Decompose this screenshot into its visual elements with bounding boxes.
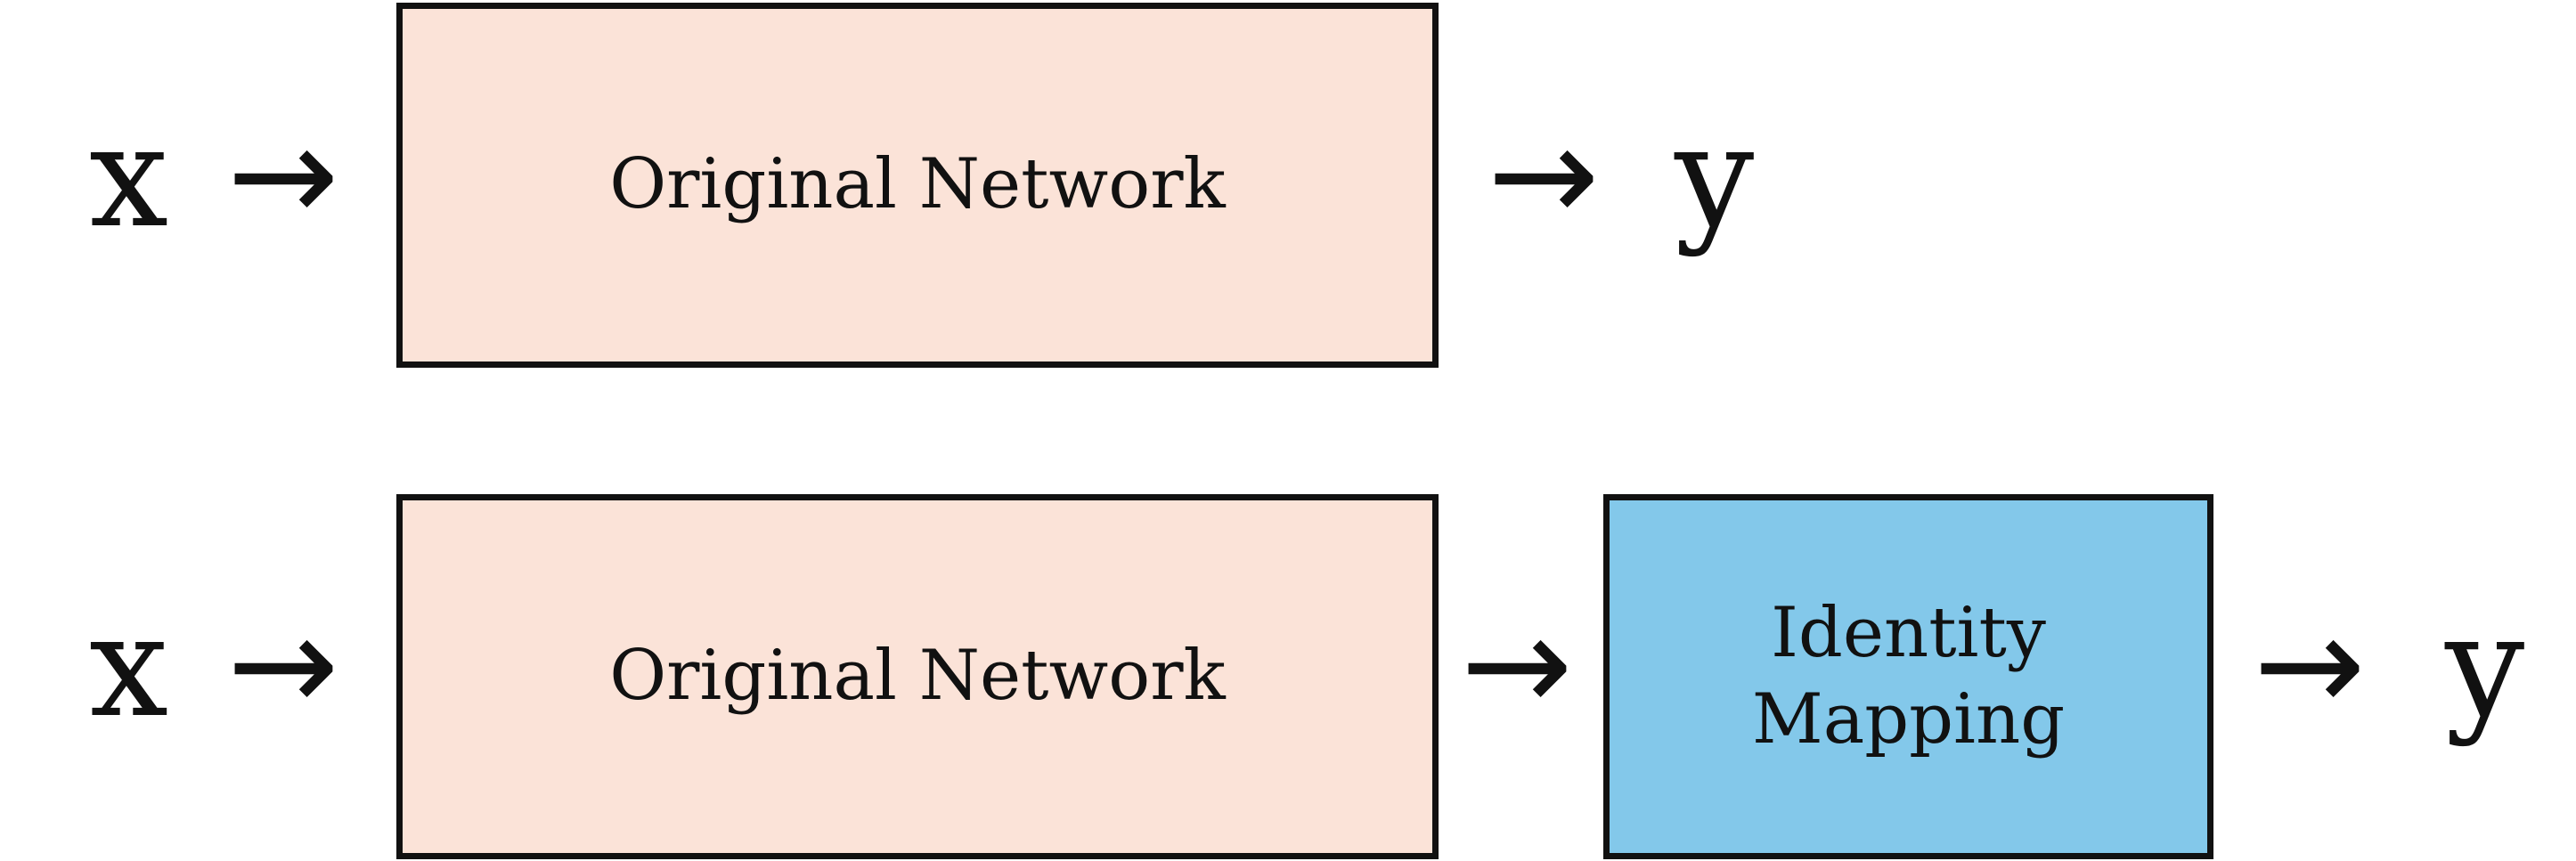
row2-original-network-box: Original Network [396,494,1439,859]
row2-output-y: y [2445,585,2525,749]
row1-arrow-out: → [1488,98,1600,253]
row1-input-x: x [89,95,169,259]
row2-arrow-out: → [2254,588,2366,743]
row2-arrow-mid: → [1461,588,1573,743]
row2-arrow-in: → [227,588,339,743]
row2-input-x: x [89,585,169,749]
identity-mapping-label: Identity Mapping [1751,592,2066,760]
row1-original-network-label: Original Network [609,144,1226,225]
row1-original-network-box: Original Network [396,3,1439,368]
identity-mapping-box: Identity Mapping [1603,494,2213,859]
row1-arrow-in: → [227,98,339,253]
row1-output-y: y [1675,95,1755,259]
row2-original-network-label: Original Network [609,636,1226,717]
